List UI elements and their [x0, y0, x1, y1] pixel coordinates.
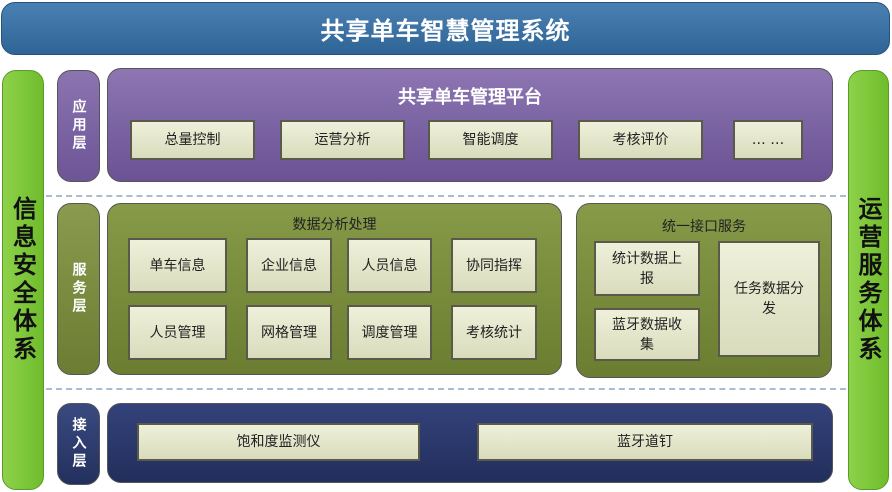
interface-item[interactable]: 任务数据分发 [718, 241, 820, 357]
access-item[interactable]: 饱和度监测仪 [137, 423, 420, 461]
layer-divider [46, 195, 846, 197]
interface-item[interactable]: 统计数据上报 [594, 241, 700, 296]
app-item[interactable]: 总量控制 [130, 120, 255, 160]
app-item-more[interactable]: … … [733, 120, 803, 160]
interface-panel-title: 统一接口服务 [662, 219, 746, 235]
interface-item[interactable]: 蓝牙数据收集 [594, 308, 700, 361]
app-layer-label: 应用层 [57, 70, 100, 182]
data-item[interactable]: 企业信息 [246, 238, 332, 293]
platform-title: 共享单车管理平台 [398, 87, 542, 108]
operation-service-bar: 运营服务体系 [848, 70, 889, 490]
service-layer-label: 服务层 [57, 203, 100, 375]
security-system-bar: 信息安全体系 [2, 70, 44, 490]
access-item[interactable]: 蓝牙道钉 [477, 423, 813, 461]
data-item[interactable]: 考核统计 [451, 305, 537, 360]
data-item[interactable]: 人员管理 [128, 305, 227, 360]
system-title: 共享单车智慧管理系统 [1, 2, 890, 55]
data-item[interactable]: 调度管理 [347, 305, 432, 360]
layer-divider [46, 388, 846, 390]
data-item[interactable]: 单车信息 [128, 238, 227, 293]
data-item[interactable]: 人员信息 [347, 238, 432, 293]
access-layer-label: 接入层 [57, 403, 100, 485]
app-item[interactable]: 智能调度 [428, 120, 553, 160]
app-item[interactable]: 考核评价 [578, 120, 703, 160]
data-panel-title: 数据分析处理 [292, 217, 377, 233]
app-item[interactable]: 运营分析 [280, 120, 405, 160]
data-item[interactable]: 网格管理 [246, 305, 332, 360]
data-item[interactable]: 协同指挥 [451, 238, 537, 293]
